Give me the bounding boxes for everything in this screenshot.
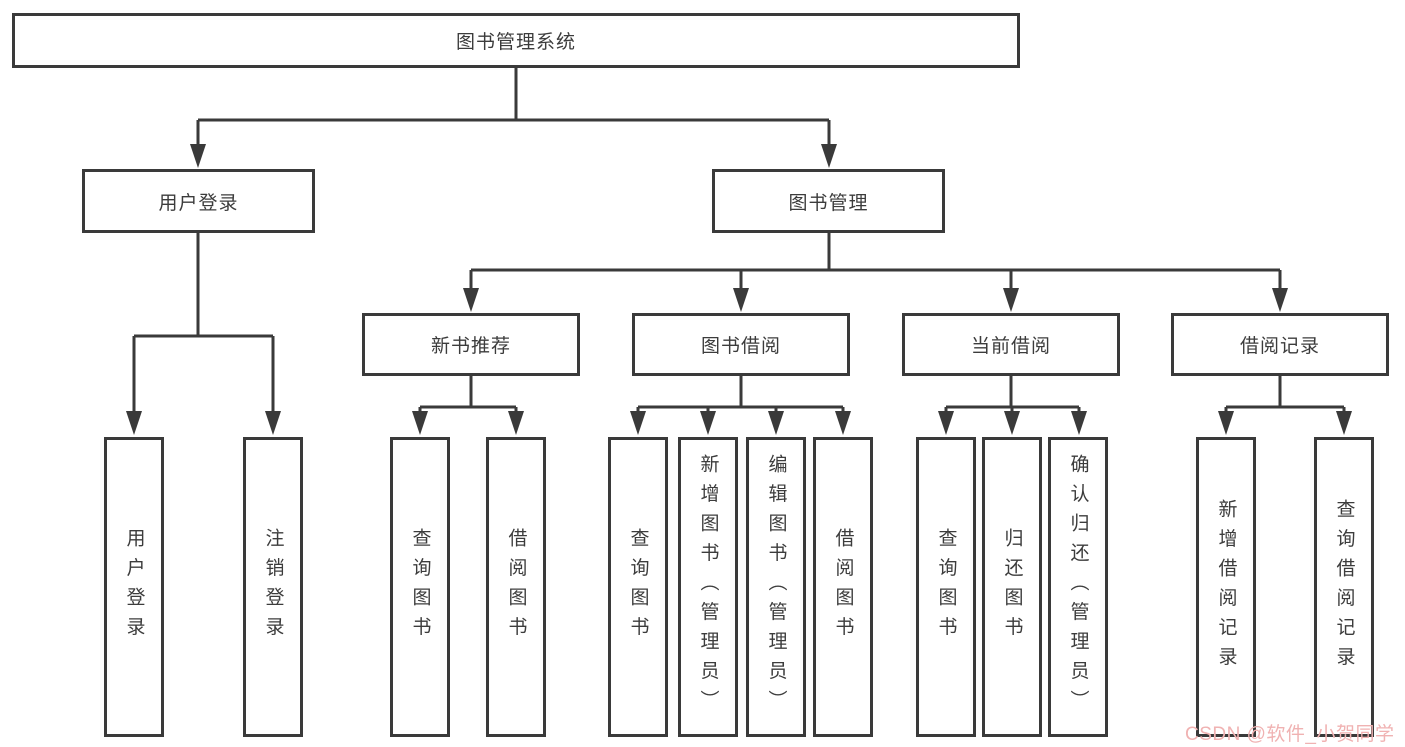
node-label: 新增借阅记录 [1215,498,1237,676]
connector-line [418,376,518,413]
node-user-login-branch: 用户登录 [82,169,315,233]
node-label: 用户登录 [123,528,145,646]
leaf-user-login: 用户登录 [104,437,164,737]
node-label: 借阅图书 [505,528,527,646]
node-label: 图书管理系统 [455,32,576,53]
node-label: 新增图书（管理员） [697,454,719,720]
node-label: 查询图书 [627,528,649,646]
arrow-down-icon [1004,411,1020,435]
leaf-query-books-3: 查询图书 [916,437,976,737]
arrow-down-icon [412,411,428,435]
node-label: 图书借阅 [700,336,781,357]
leaf-add-borrowing-record: 新增借阅记录 [1196,437,1256,737]
node-book-management: 图书管理 [712,169,945,233]
arrow-down-icon [821,144,837,168]
node-label: 图书管理 [788,192,869,214]
connector-line [636,376,845,413]
leaf-query-books-1: 查询图书 [390,437,450,737]
leaf-logout-login: 注销登录 [243,437,303,737]
arrow-down-icon [1218,411,1234,435]
node-label: 查询借阅记录 [1333,498,1355,676]
leaf-borrow-books-1: 借阅图书 [486,437,546,737]
connector-line [196,68,831,146]
arrow-down-icon [835,411,851,435]
node-label: 归还图书 [1001,528,1023,646]
node-book-borrowing: 图书借阅 [632,313,850,376]
leaf-borrow-books-2: 借阅图书 [813,437,873,737]
node-label: 编辑图书（管理员） [765,454,787,720]
connector-line [132,233,275,413]
connector-line [1224,376,1346,413]
node-label: 确认归还（管理员） [1067,454,1089,720]
node-label: 查询图书 [935,528,957,646]
leaf-query-borrowing-record: 查询借阅记录 [1314,437,1374,737]
leaf-add-books-admin: 新增图书（管理员） [678,437,738,737]
arrow-down-icon [463,288,479,312]
arrow-down-icon [1003,288,1019,312]
arrow-down-icon [1336,411,1352,435]
node-label: 用户登录 [158,192,239,214]
node-new-book-recommendation: 新书推荐 [362,313,580,376]
node-label: 借阅图书 [832,528,854,646]
leaf-edit-books-admin: 编辑图书（管理员） [746,437,806,737]
leaf-confirm-return-admin: 确认归还（管理员） [1048,437,1108,737]
arrow-down-icon [938,411,954,435]
arrow-down-icon [733,288,749,312]
arrow-down-icon [1272,288,1288,312]
watermark: CSDN @软件_小贺同学 [1185,724,1395,745]
node-borrowing-records: 借阅记录 [1171,313,1389,376]
arrow-down-icon [630,411,646,435]
node-current-borrowing: 当前借阅 [902,313,1120,376]
node-library-management-system: 图书管理系统 [12,13,1020,68]
leaf-query-books-2: 查询图书 [608,437,668,737]
connector-line [469,233,1282,290]
connector-line [944,376,1081,413]
arrow-down-icon [190,144,206,168]
arrow-down-icon [126,411,142,435]
node-label: 查询图书 [409,528,431,646]
arrow-down-icon [768,411,784,435]
node-label: 新书推荐 [430,336,511,357]
arrow-down-icon [1071,411,1087,435]
leaf-return-books: 归还图书 [982,437,1042,737]
arrow-down-icon [700,411,716,435]
node-label: 借阅记录 [1239,336,1320,357]
arrow-down-icon [508,411,524,435]
node-label: 当前借阅 [970,336,1051,357]
node-label: 注销登录 [262,528,284,646]
arrow-down-icon [265,411,281,435]
